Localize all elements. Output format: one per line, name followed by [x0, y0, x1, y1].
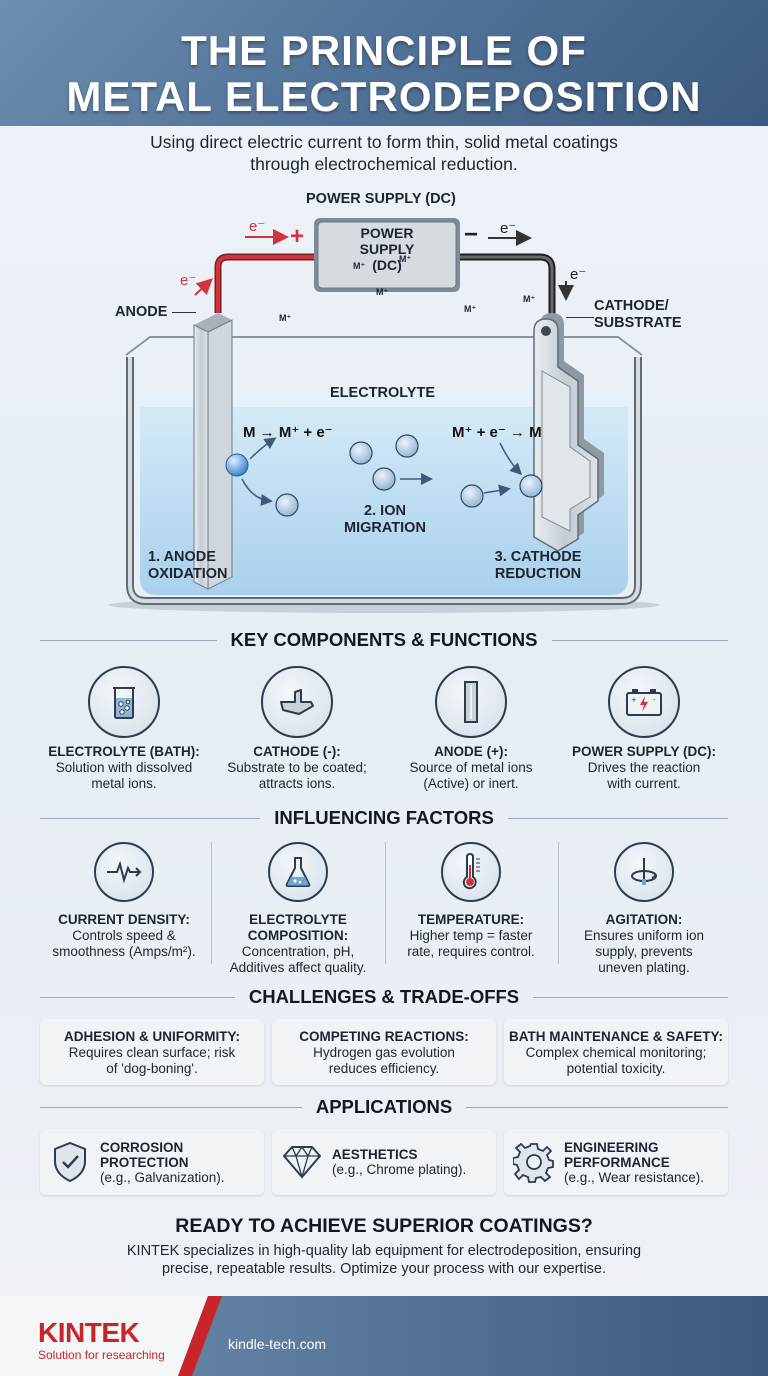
application-aesthetics: AESTHETICS (e.g., Chrome plating). [272, 1129, 496, 1195]
component-electrolyte: ELECTROLYTE (BATH): Solution with dissol… [36, 666, 212, 792]
challenge-competing-reactions: COMPETING REACTIONS: Hydrogen gas evolut… [272, 1019, 496, 1085]
title-line-2: METAL ELECTRODEPOSITION [66, 73, 702, 120]
title-line-1: THE PRINCIPLE OF [181, 27, 587, 74]
component-anode: ANODE (+): Source of metal ions (Active)… [383, 666, 559, 792]
cathode-part-icon [261, 666, 333, 738]
ion-label: M⁺ [353, 261, 366, 271]
flask-icon [268, 842, 328, 902]
step-anode-oxidation: 1. ANODE OXIDATION [148, 549, 228, 582]
electron-label: e⁻ [249, 218, 266, 235]
diagram-graphic [108, 218, 660, 613]
anode-equation: M → M⁺ + e⁻ [243, 424, 333, 441]
cta-title: READY TO ACHIEVE SUPERIOR COATINGS? [175, 1215, 593, 1237]
waveform-icon [94, 842, 154, 902]
factor-agitation: AGITATION: Ensures uniform ion supply, p… [558, 842, 730, 976]
footer: KINTEK Solution for researching kindle-t… [0, 1296, 768, 1376]
application-engineering-performance: ENGINEERING PERFORMANCE (e.g., Wear resi… [504, 1129, 728, 1195]
battery-icon: +- [608, 666, 680, 738]
logo-tagline: Solution for researching [38, 1348, 165, 1362]
thermometer-icon [441, 842, 501, 902]
ion-group [275, 434, 543, 517]
anode-plate-icon [435, 666, 507, 738]
component-power-supply: +- POWER SUPPLY (DC): Drives the reactio… [556, 666, 732, 792]
page-subtitle: Using direct electric current to form th… [0, 131, 768, 175]
electron-label: e⁻ [500, 220, 517, 237]
step-cathode-reduction: 3. CATHODE REDUCTION [494, 549, 582, 582]
ion-label: M⁺ [523, 294, 536, 304]
cta-description: KINTEK specializes in high-quality lab e… [126, 1243, 642, 1277]
key-components-heading: KEY COMPONENTS & FUNCTIONS [40, 628, 729, 652]
electron-label: e⁻ [570, 266, 587, 283]
challenges-heading: CHALLENGES & TRADE-OFFS [40, 985, 728, 1009]
metal-atom [225, 453, 249, 477]
challenge-bath-maintenance: BATH MAINTENANCE & SAFETY: Complex chemi… [504, 1019, 728, 1085]
factor-temperature: TEMPERATURE: Higher temp = faster rate, … [385, 842, 557, 960]
positive-terminal: + [290, 223, 305, 250]
svg-text:-: - [653, 696, 656, 704]
anode-plate [207, 319, 233, 590]
subtitle-line-1: Using direct electric current to form th… [150, 132, 618, 152]
footer-background [0, 1296, 768, 1376]
ion-label: M⁺ [399, 254, 412, 264]
electrolyte-label: ELECTROLYTE [330, 385, 436, 401]
application-corrosion-protection: CORROSION PROTECTION (e.g., Galvanizatio… [40, 1129, 264, 1195]
negative-terminal: − [464, 221, 479, 248]
beaker-icon [88, 666, 160, 738]
gear-icon [504, 1141, 564, 1183]
influencing-factors-heading: INFLUENCING FACTORS [40, 806, 729, 830]
component-cathode: CATHODE (-): Substrate to be coated; att… [209, 666, 385, 792]
factor-electrolyte-composition: ELECTROLYTE COMPOSITION: Concentration, … [212, 842, 384, 976]
ion-label: M⁺ [376, 287, 389, 297]
electrodeposition-diagram: M⁺ M⁺ M⁺ M⁺ M⁺ M⁺ POWER SUPPLY (DC) POWE… [0, 185, 768, 615]
page-title: THE PRINCIPLE OF METAL ELECTRODEPOSITION [0, 28, 768, 120]
positive-wire [214, 253, 316, 313]
diamond-icon [272, 1144, 332, 1180]
cathode-equation: M⁺ + e⁻ → M [452, 424, 542, 441]
factor-current-density: CURRENT DENSITY: Controls speed & smooth… [38, 842, 210, 960]
ion-label: M⁺ [464, 304, 477, 314]
step-ion-migration: 2. ION MIGRATION [344, 503, 426, 536]
cathode-label: CATHODE/ SUBSTRATE [594, 298, 682, 331]
applications-heading: APPLICATIONS [40, 1095, 729, 1119]
website-link[interactable]: kindle-tech.com [228, 1336, 327, 1352]
challenge-adhesion: ADHESION & UNIFORMITY: Requires clean su… [40, 1019, 264, 1085]
header-banner: THE PRINCIPLE OF METAL ELECTRODEPOSITION [0, 0, 768, 126]
kintek-logo: KINTEK [38, 1317, 140, 1348]
power-supply-box-label: POWER SUPPLY (DC) [359, 225, 415, 273]
ion-label: M⁺ [279, 313, 292, 323]
anode-label: ANODE [115, 304, 168, 320]
electrolyte-liquid [140, 390, 628, 595]
stirrer-icon [614, 842, 674, 902]
power-supply-label: POWER SUPPLY (DC) [306, 191, 456, 207]
shield-check-icon [40, 1140, 100, 1184]
electron-label: e⁻ [180, 272, 197, 289]
subtitle-line-2: through electrochemical reduction. [250, 154, 518, 174]
svg-text:+: + [631, 696, 637, 704]
